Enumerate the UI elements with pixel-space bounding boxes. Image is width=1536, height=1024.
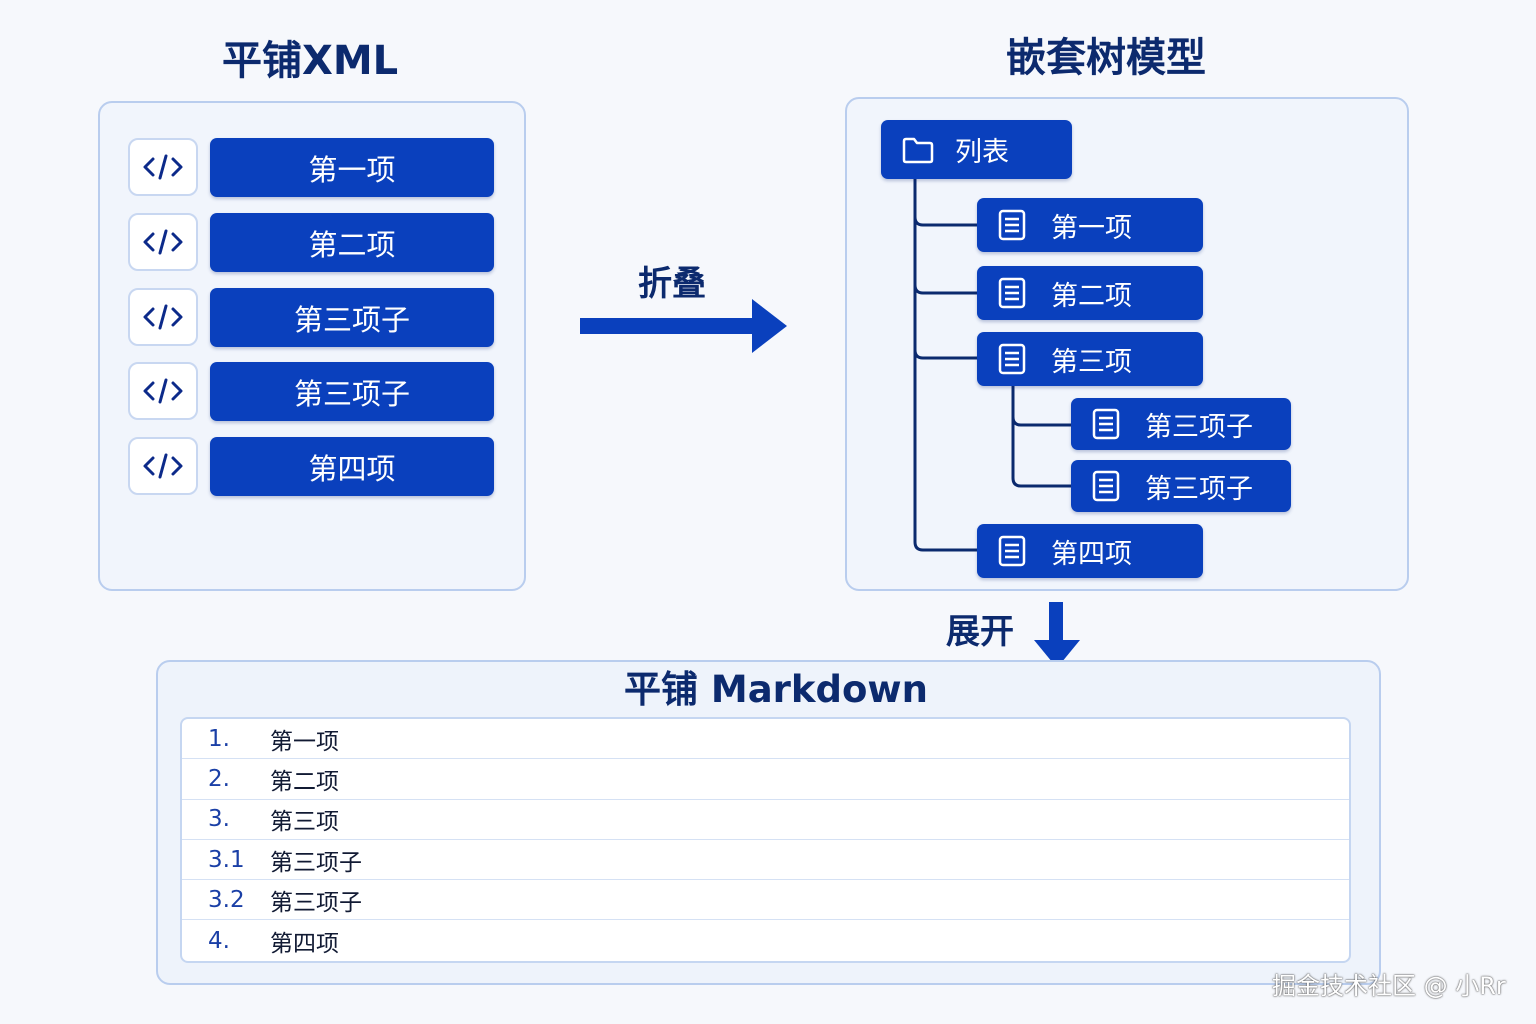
folder-icon [902,137,934,163]
document-icon [998,209,1026,241]
tree-node-label: 第三项子 [1145,473,1253,505]
code-tag-icon [128,288,198,346]
document-icon [1092,408,1120,440]
tree-root-node: 列表 [881,120,1072,179]
list-item: 3.1 第三项子 [182,840,1349,881]
tree-connectors [913,179,1073,552]
tree-root-label: 列表 [955,137,1009,168]
left-panel-title: 平铺XML [222,38,399,84]
list-item-text: 第三项 [270,809,339,836]
list-item-number: 3.2 [208,886,245,913]
list-item: 2. 第二项 [182,759,1349,800]
list-item-number: 3. [208,806,230,833]
tree-node-label: 第三项 [1051,346,1132,378]
document-icon [998,535,1026,567]
tree-child-node: 第三项 [977,332,1203,386]
document-icon [998,277,1026,309]
markdown-list: 1. 第一项 2. 第二项 3. 第三项 3.1 第三项子 3.2 第三项子 4… [180,717,1351,963]
list-item-number: 1. [208,725,230,752]
list-item-text: 第一项 [270,728,339,755]
tree-grandchild-node: 第三项子 [1071,398,1291,450]
list-item-text: 第二项 [270,768,339,795]
tree-child-node: 第二项 [977,266,1203,320]
watermark: 掘金技术社区 @ 小Rr [1272,972,1506,1000]
code-tag-icon [128,138,198,196]
tree-node-label: 第二项 [1051,280,1132,312]
document-icon [998,343,1026,375]
code-tag-icon [128,362,198,420]
xml-item: 第三项子 [210,362,494,421]
list-item: 4. 第四项 [182,920,1349,960]
list-item: 3. 第三项 [182,800,1349,840]
tree-node-label: 第三项子 [1145,411,1253,443]
right-panel-title: 嵌套树模型 [1006,35,1206,81]
tree-child-node: 第四项 [977,524,1203,578]
document-icon [1092,470,1120,502]
tree-node-label: 第一项 [1051,212,1132,244]
xml-item: 第三项子 [210,288,494,347]
code-tag-icon [128,437,198,495]
list-item-text: 第三项子 [270,889,362,916]
fold-arrow-icon [580,299,787,353]
list-item-number: 3.1 [208,846,245,873]
tree-grandchild-node: 第三项子 [1071,460,1291,512]
list-item: 1. 第一项 [182,719,1349,760]
xml-item: 第一项 [210,138,494,197]
tree-node-label: 第四项 [1051,538,1132,570]
expand-arrow-icon [1034,602,1080,668]
list-item-text: 第三项子 [270,849,362,876]
fold-label: 折叠 [638,264,706,304]
xml-item: 第四项 [210,437,494,496]
list-item: 3.2 第三项子 [182,880,1349,921]
list-item-text: 第四项 [270,930,339,957]
markdown-panel-title: 平铺 Markdown [624,668,928,711]
expand-label: 展开 [946,612,1014,652]
list-item-number: 4. [208,927,230,954]
code-tag-icon [128,213,198,271]
tree-child-node: 第一项 [977,198,1203,252]
list-item-number: 2. [208,765,230,792]
xml-item: 第二项 [210,213,494,272]
